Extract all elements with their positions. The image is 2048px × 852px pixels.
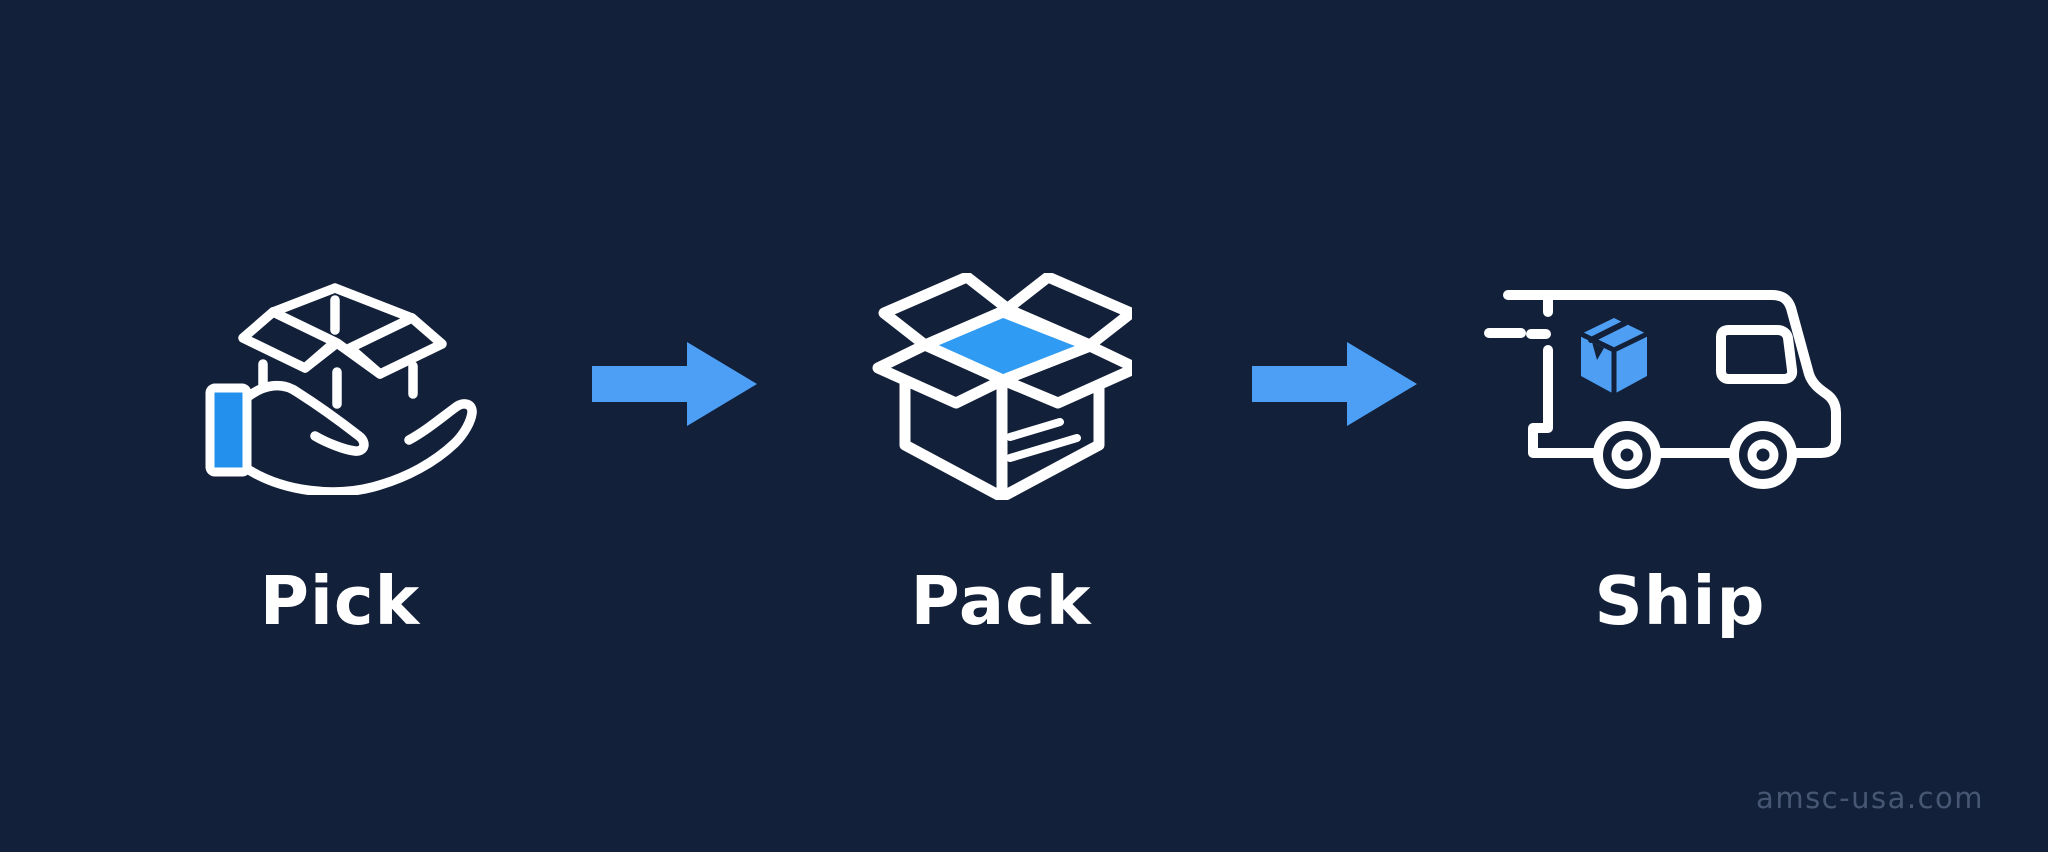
box-front-notch [300,338,385,379]
truck-window [1716,325,1798,384]
arrow-right-icon [592,342,757,426]
step-label-pack: Pack [910,562,1092,640]
box-rim [268,283,417,323]
box-upper-left-flap [878,273,1014,351]
arrow-right-icon [1252,342,1417,426]
hand-palm-fingers [244,399,477,495]
rear-wheel-hub [1611,439,1643,471]
step-label-ship: Ship [1594,562,1766,640]
rear-wheel-icon [1593,421,1661,489]
parcel-icon [1578,318,1650,397]
box-upper-right-flap [1001,273,1132,351]
hand-top-thumb [244,380,369,456]
watermark: amsc-usa.com [1756,781,1984,815]
hand-holding-open-box-icon [205,283,477,495]
truck-rear-and-step [1528,345,1603,458]
delivery-truck-icon [1484,290,1841,489]
hand-cuff [205,383,252,477]
step-label-pick: Pick [259,562,421,640]
box-label-lines [1006,418,1081,462]
box-legs [258,359,418,409]
front-wheel-icon [1729,421,1797,489]
truck-front [1758,290,1841,458]
open-box-icon [872,273,1132,500]
front-wheel-hub [1747,439,1779,471]
